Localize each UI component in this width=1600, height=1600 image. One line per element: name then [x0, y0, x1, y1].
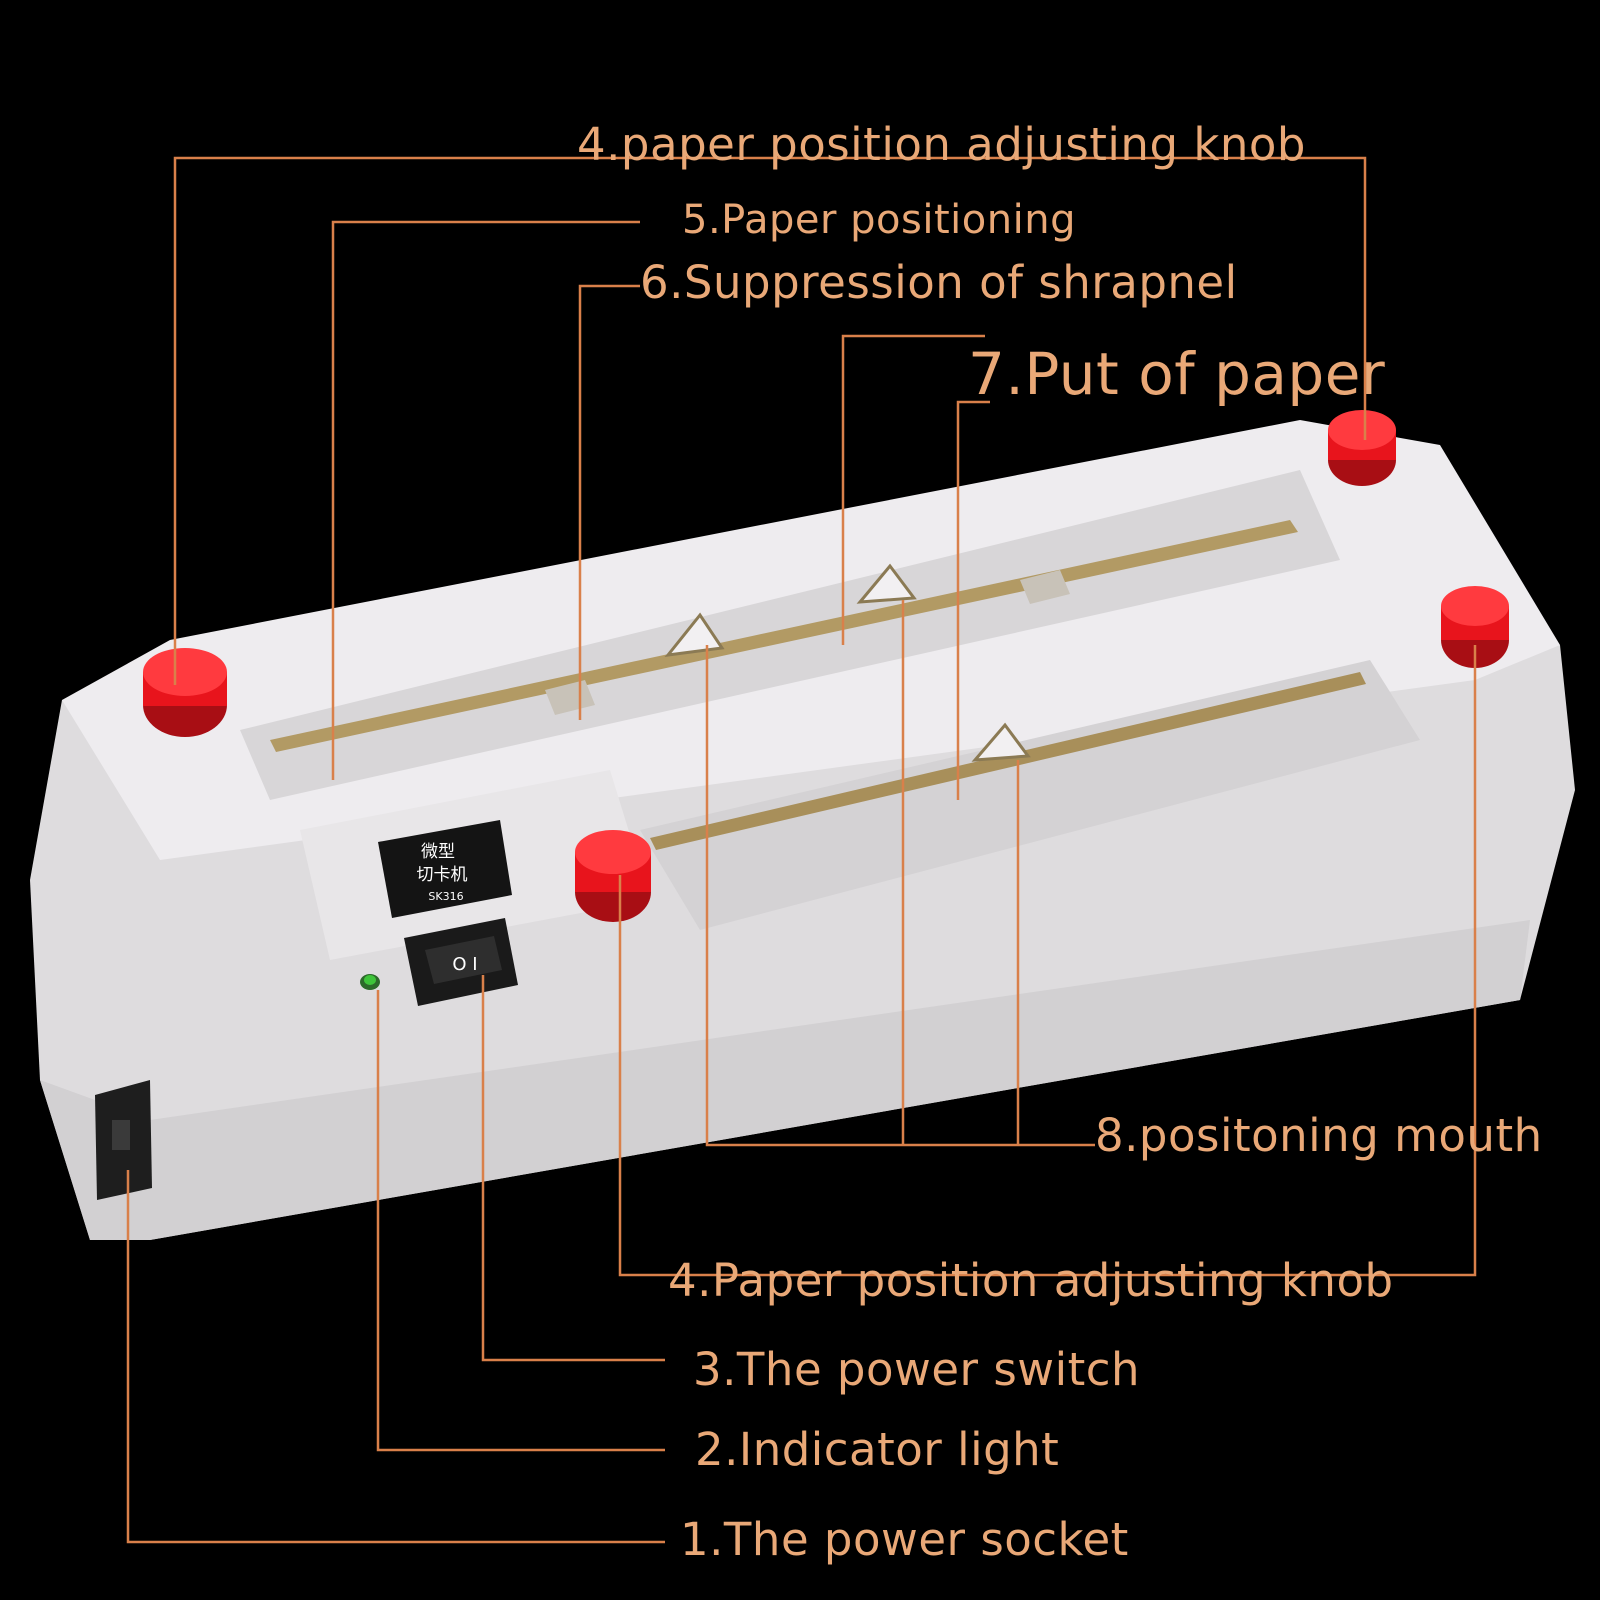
model-badge: 微型 切卡机 SK316	[378, 820, 512, 918]
power-switch-icon: O I	[404, 918, 518, 1006]
adjusting-knob-left-icon	[143, 648, 227, 737]
power-socket-icon	[95, 1080, 152, 1200]
switch-symbols: O I	[452, 954, 477, 975]
indicator-light-icon	[360, 974, 380, 990]
badge-model: SK316	[428, 890, 463, 903]
shrapnel-clip	[545, 570, 1070, 715]
adjusting-knob-front-right-icon	[1441, 586, 1509, 668]
label-paper-positioning: 5.Paper positioning	[682, 197, 1076, 243]
badge-line2: 切卡机	[417, 865, 468, 885]
positioning-mouth-notches	[664, 563, 1031, 762]
lower-slot	[650, 672, 1366, 850]
badge-line1: 微型	[421, 842, 455, 862]
label-shrapnel: 6.Suppression of shrapnel	[640, 256, 1238, 309]
label-power-socket: 1.The power socket	[680, 1513, 1129, 1566]
label-knob-bottom: 4.Paper position adjusting knob	[668, 1254, 1394, 1307]
machine-bottom-band	[40, 920, 1530, 1240]
front-tray	[640, 660, 1420, 930]
adjusting-knob-rear-right-icon	[1328, 410, 1396, 486]
label-positioning-mouth: 8.positoning mouth	[1095, 1109, 1543, 1162]
adjusting-knob-center-icon	[575, 830, 651, 922]
label-power-switch: 3.The power switch	[693, 1343, 1140, 1396]
label-knob-top: 4.paper position adjusting knob	[577, 118, 1306, 171]
leader-lines	[126, 156, 1477, 1544]
label-indicator-light: 2.Indicator light	[695, 1423, 1060, 1476]
label-put-paper: 7.Put of paper	[968, 340, 1386, 408]
